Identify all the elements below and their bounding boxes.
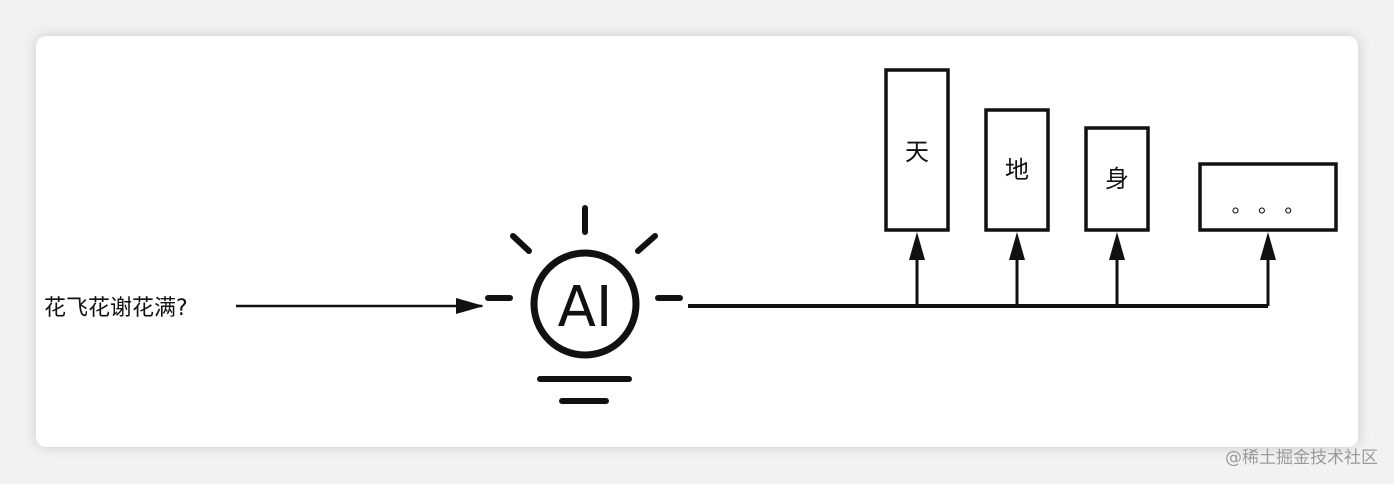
output-item-0: 天 [884,68,950,306]
output-label-0: 天 [905,138,929,166]
watermark-text: @稀土掘金技术社区 [1225,448,1378,468]
ai-lightbulb-icon [485,205,683,404]
output-label-3: 。 。 。 [1232,193,1305,217]
output-label-1: 地 [1005,156,1029,184]
output-box-2 [1084,126,1150,232]
output-box-0 [884,68,950,232]
ai-label: AI [558,275,613,340]
input-question-text: 花飞花谢花满? [44,296,188,321]
output-item-2: 身 [1084,126,1150,306]
input-arrowhead [456,298,484,314]
output-item-3: 。 。 。 [1198,162,1338,306]
output-box-1 [984,108,1050,232]
output-box-3 [1198,162,1338,232]
output-item-1: 地 [984,108,1050,306]
output-label-2: 身 [1105,165,1129,193]
diagram-card [36,36,1358,447]
